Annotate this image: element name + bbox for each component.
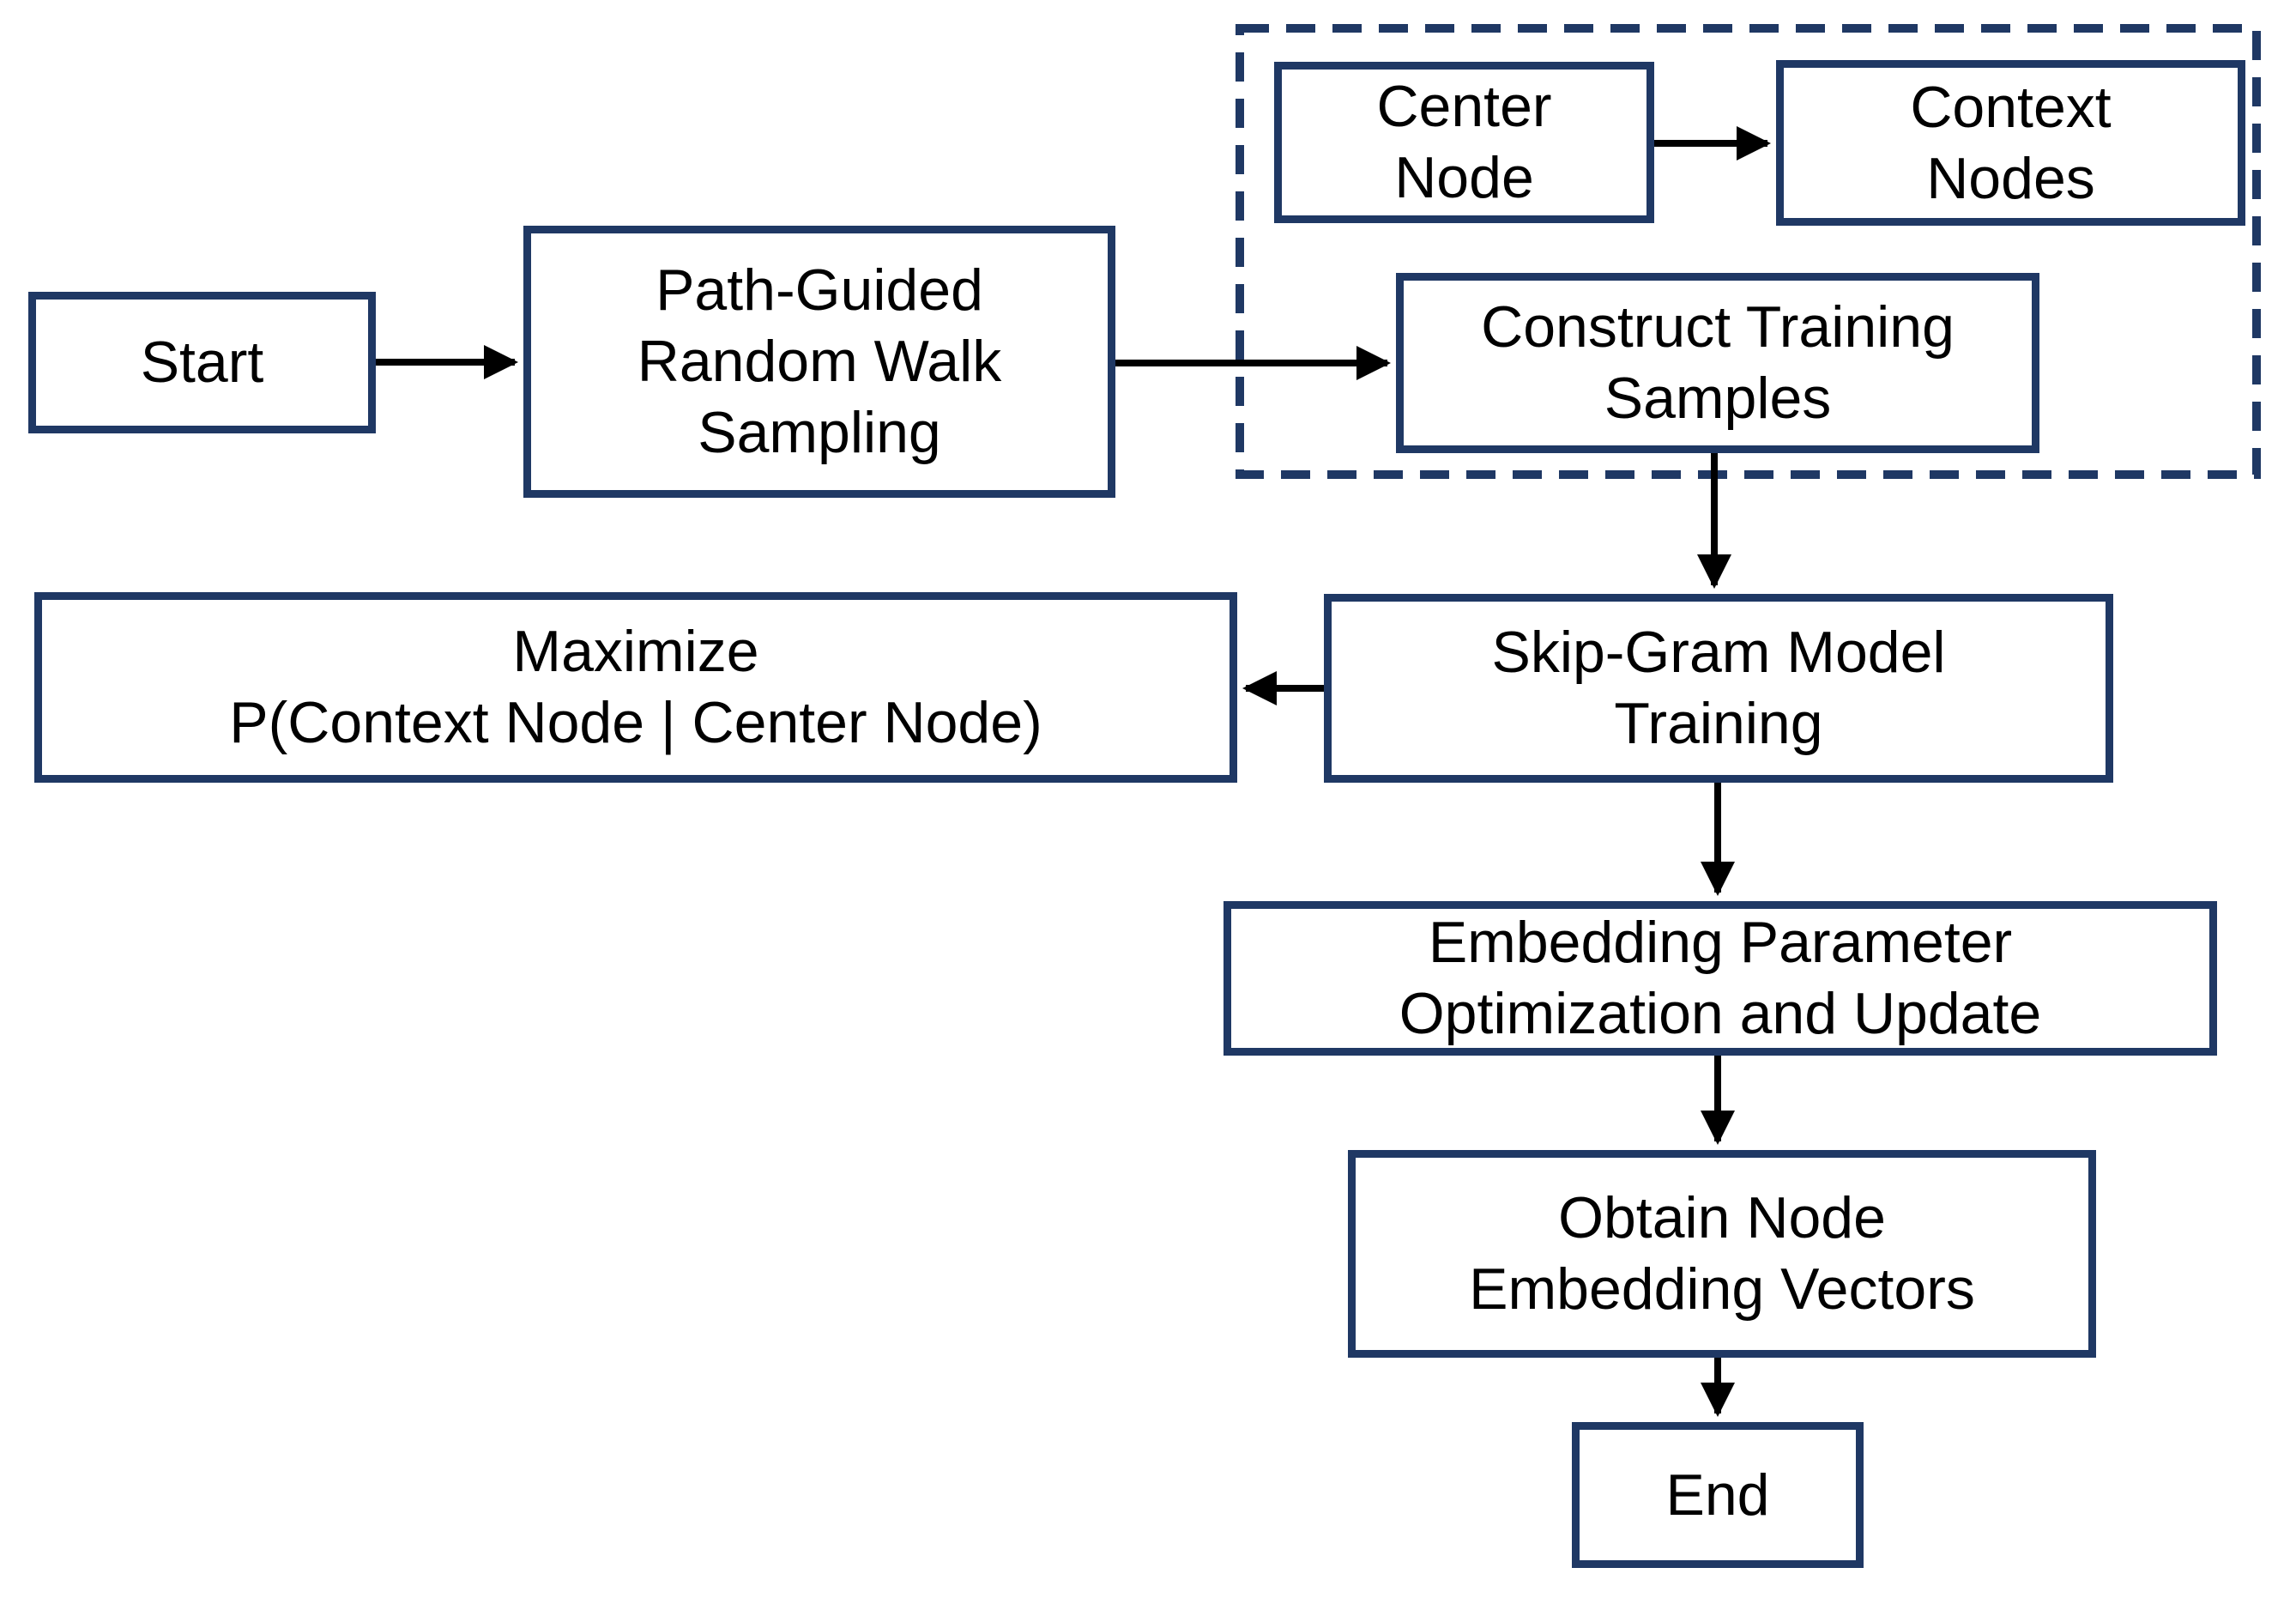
node-obtain-node-embedding-vectors: Obtain Node Embedding Vectors: [1348, 1150, 2096, 1358]
node-path-guided-random-walk-sampling: Path-Guided Random Walk Sampling: [523, 226, 1115, 498]
node-context-nodes: Context Nodes: [1776, 60, 2245, 226]
node-construct-training-samples: Construct Training Samples: [1396, 273, 2039, 453]
node-center-node: Center Node: [1274, 62, 1654, 223]
dashed-group-border: [1236, 24, 2261, 479]
node-maximize-probability: Maximize P(Context Node | Center Node): [34, 592, 1237, 783]
node-embedding-parameter-optimization: Embedding Parameter Optimization and Upd…: [1224, 901, 2217, 1056]
node-skip-gram-model-training: Skip-Gram Model Training: [1324, 594, 2113, 783]
node-start: Start: [28, 292, 376, 433]
node-end: End: [1572, 1422, 1864, 1568]
